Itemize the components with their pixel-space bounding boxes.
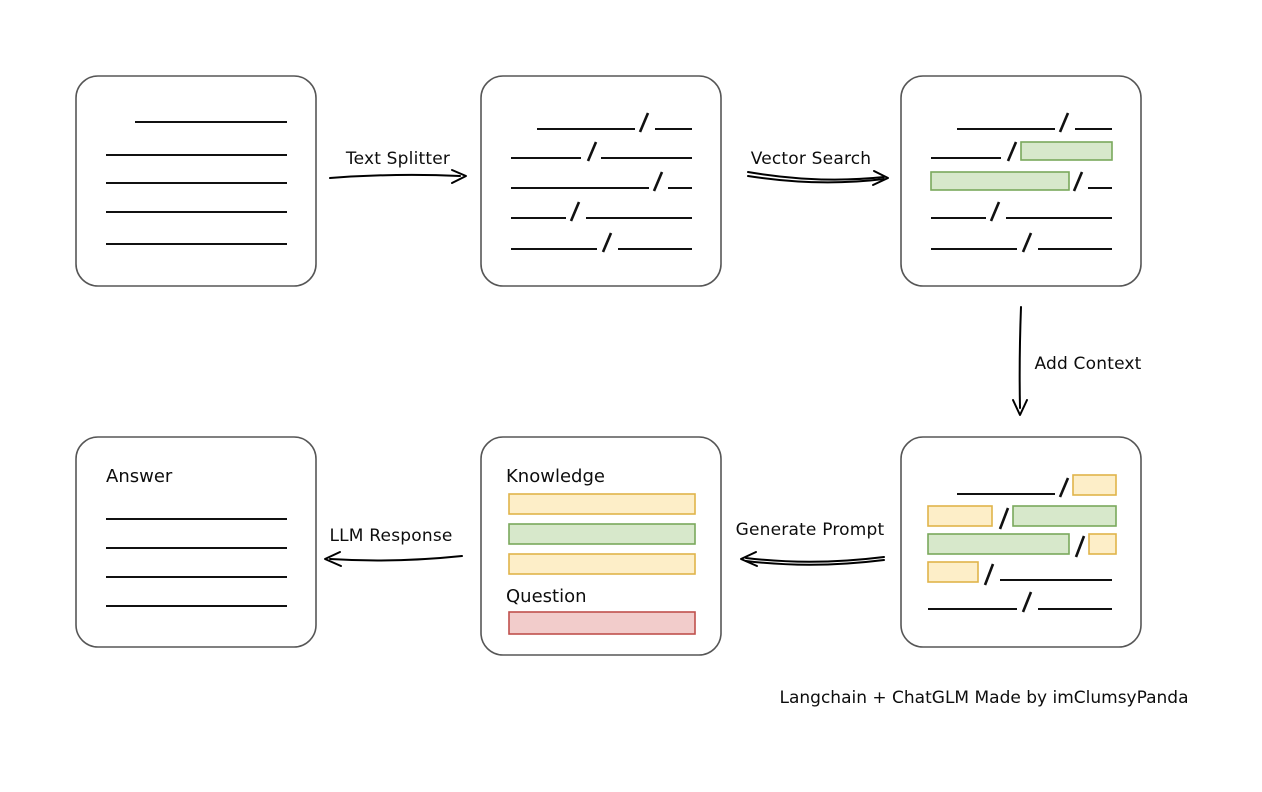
slash-separator xyxy=(638,112,650,133)
text-splitter-arrow-head xyxy=(451,169,467,184)
edge-text-splitter: Text Splitter xyxy=(329,149,467,184)
slash-separator xyxy=(983,563,995,586)
matched-chunks-rows xyxy=(930,112,1113,253)
vector-search-arrow-head xyxy=(872,170,889,186)
knowledge-bar-yellow xyxy=(508,553,696,575)
slash-separator xyxy=(1021,591,1033,613)
llm-response-arrow-line xyxy=(329,555,463,562)
node-source-document[interactable] xyxy=(75,75,317,287)
prompt-question-heading: Question xyxy=(506,586,587,607)
generate-prompt-arrow-line-top xyxy=(745,556,885,563)
slash-separator xyxy=(1058,477,1070,498)
generate-prompt-arrow-line-bottom xyxy=(745,559,885,566)
llm-response-arrow-head xyxy=(324,551,342,567)
generate-prompt-arrow-head xyxy=(740,551,758,567)
slash-separator xyxy=(1072,171,1084,192)
answer-lines xyxy=(106,517,287,608)
slash-separator xyxy=(1021,232,1033,253)
highlight-chunk-yellow xyxy=(1072,474,1117,496)
slash-separator xyxy=(569,201,581,222)
footer-credit: Langchain + ChatGLM Made by imClumsyPand… xyxy=(780,688,1189,708)
slash-separator xyxy=(1058,112,1070,133)
slash-separator xyxy=(1006,141,1018,162)
edge-add-context: Add Context xyxy=(1012,306,1141,416)
slash-separator xyxy=(989,201,1001,222)
knowledge-bar-yellow xyxy=(508,493,696,515)
edge-label-add-context: Add Context xyxy=(1034,354,1141,374)
text-splitter-arrow-line xyxy=(329,173,461,179)
answer-heading: Answer xyxy=(106,466,173,487)
node-vector-matched-chunks[interactable] xyxy=(900,75,1142,287)
edge-label-generate-prompt: Generate Prompt xyxy=(736,520,885,540)
source-document-lines xyxy=(106,120,287,246)
highlight-chunk-green xyxy=(1020,141,1113,161)
highlight-chunk-yellow xyxy=(1088,533,1117,555)
add-context-arrow-line xyxy=(1018,306,1022,409)
slash-separator xyxy=(998,507,1010,530)
edge-label-llm-response: LLM Response xyxy=(329,526,452,546)
source-document-box[interactable] xyxy=(75,75,317,287)
answer-box[interactable] xyxy=(75,436,317,648)
edge-llm-response: LLM Response xyxy=(324,526,463,567)
prompt-knowledge-heading: Knowledge xyxy=(506,466,605,487)
slash-separator xyxy=(652,171,664,192)
split-chunks-rows xyxy=(511,112,692,253)
question-bar-red xyxy=(508,611,696,635)
split-chunks-box[interactable] xyxy=(480,75,722,287)
node-answer[interactable]: Answer xyxy=(75,436,317,648)
edge-label-vector-search: Vector Search xyxy=(751,149,872,169)
slash-separator xyxy=(1074,535,1086,558)
highlight-chunk-green xyxy=(930,171,1070,191)
highlight-chunk-yellow xyxy=(927,561,979,583)
highlight-chunk-green xyxy=(927,533,1070,555)
node-context-added-chunks[interactable] xyxy=(900,436,1142,648)
vector-search-arrow-line-top xyxy=(747,171,885,181)
edge-vector-search: Vector Search xyxy=(747,149,889,186)
vector-search-arrow-line-bottom xyxy=(747,175,885,184)
slash-separator xyxy=(601,232,613,253)
node-prompt[interactable]: Knowledge Question xyxy=(480,436,722,656)
node-split-chunks[interactable] xyxy=(480,75,722,287)
knowledge-bar-green xyxy=(508,523,696,545)
highlight-chunk-green xyxy=(1012,505,1117,527)
prompt-box[interactable] xyxy=(480,436,722,656)
slash-separator xyxy=(586,141,598,162)
edge-generate-prompt: Generate Prompt xyxy=(736,520,885,567)
highlight-chunk-yellow xyxy=(927,505,993,527)
add-context-arrow-head xyxy=(1012,399,1028,416)
edge-label-text-splitter: Text Splitter xyxy=(345,149,450,169)
context-added-rows xyxy=(927,474,1117,613)
